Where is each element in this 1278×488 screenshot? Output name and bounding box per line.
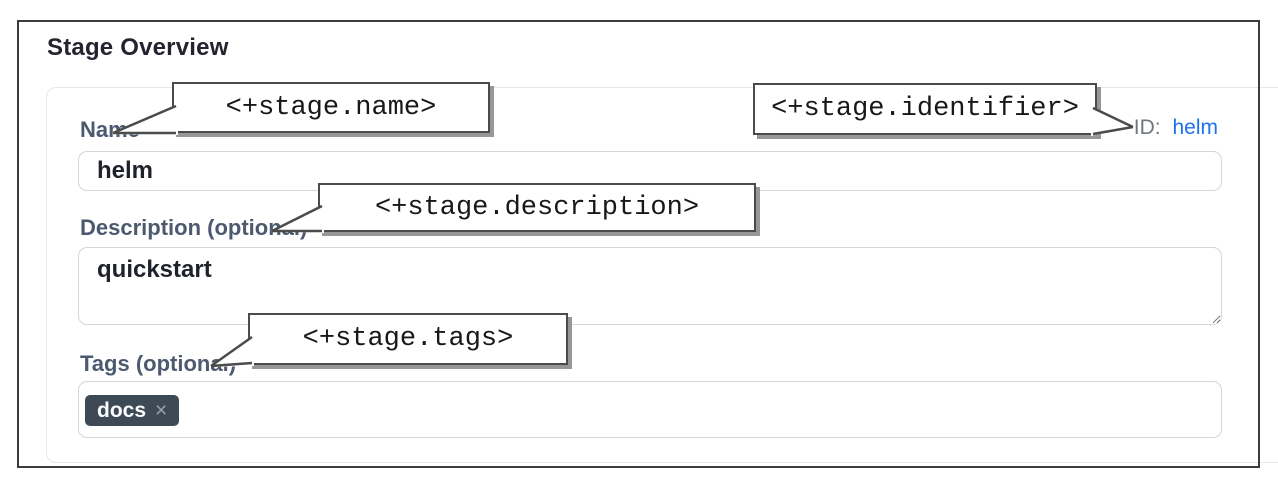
annotation-stage-identifier-text: <+stage.identifier> [771, 94, 1079, 124]
annotation-stage-name: <+stage.name> [172, 82, 490, 133]
page-title: Stage Overview [47, 34, 229, 61]
annotation-stage-tags: <+stage.tags> [248, 313, 568, 365]
tags-label: Tags (optional) [80, 351, 237, 376]
tags-input[interactable]: docs × [78, 381, 1222, 438]
annotation-stage-description: <+stage.description> [318, 183, 756, 232]
id-label: ID: [1133, 116, 1161, 139]
annotation-stage-description-text: <+stage.description> [374, 192, 700, 223]
description-textarea[interactable] [78, 247, 1222, 325]
tag-chip[interactable]: docs × [85, 395, 180, 426]
annotation-stage-identifier: <+stage.identifier> [753, 83, 1097, 135]
id-value-link[interactable]: helm [1172, 116, 1218, 139]
tag-chip-label: docs [97, 398, 147, 422]
annotation-stage-tags-text: <+stage.tags> [302, 324, 514, 354]
name-label: Name [80, 117, 140, 142]
annotation-stage-name-text: <+stage.name> [225, 92, 437, 123]
stage-id: ID: helm [1134, 116, 1218, 140]
remove-tag-icon[interactable]: × [155, 399, 168, 422]
description-label: Description (optional) [80, 215, 308, 240]
